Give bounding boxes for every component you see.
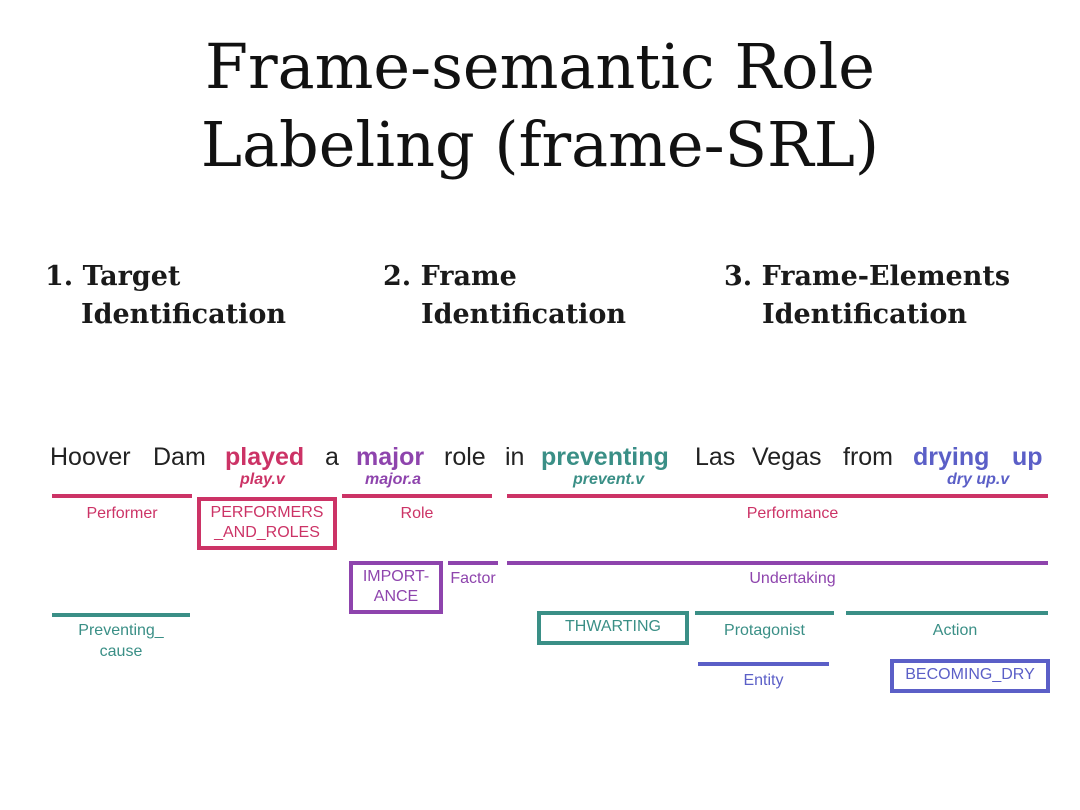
step-3-number: 3. xyxy=(724,261,753,292)
word-drying: drying xyxy=(913,443,990,471)
step-target-identification: 1. Target Identification xyxy=(45,258,286,334)
title-line-1: Frame-semantic Role xyxy=(205,30,875,103)
step-3-line1: Frame-Elements xyxy=(761,261,1011,292)
frame-thwarting-label: THWARTING xyxy=(565,618,661,635)
step-2-line1: Frame xyxy=(420,261,517,292)
frame-box-importance: IMPORT- ANCE xyxy=(349,561,443,614)
undertaking-span-bar xyxy=(507,561,1048,565)
frame-box-becoming-dry: BECOMING_DRY xyxy=(890,659,1050,693)
word-preventing: preventing xyxy=(541,443,669,471)
word-from: from xyxy=(843,443,893,471)
fe-label-performer: Performer xyxy=(86,505,158,522)
word-las: Las xyxy=(695,443,736,471)
frame-importance-line1: IMPORT- xyxy=(362,568,430,585)
word-hoover: Hoover xyxy=(50,443,131,471)
frame-importance-line2: ANCE xyxy=(373,588,419,605)
fe-label-preventing-cause-line2: cause xyxy=(99,643,143,660)
fe-label-performance: Performance xyxy=(746,505,839,522)
fe-label-entity: Entity xyxy=(743,672,784,689)
role-span-bar xyxy=(342,494,492,498)
action-span-bar xyxy=(846,611,1048,615)
performer-span-bar xyxy=(52,494,192,498)
lexical-unit-prevent: prevent.v xyxy=(573,471,645,488)
fe-label-role: Role xyxy=(400,505,434,522)
step-1-line1: Target xyxy=(82,261,181,292)
fe-label-action: Action xyxy=(932,622,978,639)
step-frame-elements-identification: 3. Frame-Elements Identification xyxy=(724,258,1010,334)
fe-label-undertaking: Undertaking xyxy=(749,570,836,587)
performance-span-bar xyxy=(507,494,1048,498)
word-vegas: Vegas xyxy=(752,443,822,471)
word-dam: Dam xyxy=(153,443,206,471)
word-in: in xyxy=(505,443,525,471)
frame-performers-line1: PERFORMERS xyxy=(210,504,324,521)
frame-performers-line2: _AND_ROLES xyxy=(214,524,320,541)
entity-span-bar xyxy=(698,662,829,666)
fe-label-preventing-cause: Preventing_ cause xyxy=(52,620,190,662)
slide-title: Frame-semantic Role Labeling (frame-SRL) xyxy=(0,28,1080,184)
word-played: played xyxy=(225,443,305,471)
step-frame-identification: 2. Frame Identification xyxy=(383,258,626,334)
lexical-unit-dry-up: dry up.v xyxy=(947,471,1010,488)
protagonist-span-bar xyxy=(695,611,834,615)
step-2-line2: Identification xyxy=(421,299,626,330)
step-2-number: 2. xyxy=(383,261,412,292)
fe-label-factor: Factor xyxy=(450,570,496,587)
step-1-number: 1. xyxy=(45,261,74,292)
factor-span-bar xyxy=(448,561,498,565)
word-up: up xyxy=(1012,443,1043,471)
step-3-line2: Identification xyxy=(762,299,967,330)
word-role: role xyxy=(444,443,486,471)
title-line-2: Labeling (frame-SRL) xyxy=(200,108,880,181)
lexical-unit-major: major.a xyxy=(365,471,422,488)
example-sentence: Hoover Dam played a major role in preven… xyxy=(0,440,1080,474)
lexical-unit-play: play.v xyxy=(240,471,285,488)
frame-box-performers-and-roles: PERFORMERS _AND_ROLES xyxy=(197,497,337,550)
word-a: a xyxy=(325,443,339,471)
fe-label-preventing-cause-line1: Preventing_ xyxy=(78,622,164,639)
step-1-line2: Identification xyxy=(81,299,286,330)
word-major: major xyxy=(356,443,425,471)
preventing-cause-span-bar xyxy=(52,613,190,617)
frame-becoming-dry-label: BECOMING_DRY xyxy=(905,666,1035,683)
frame-box-thwarting: THWARTING xyxy=(537,611,689,645)
fe-label-protagonist: Protagonist xyxy=(724,622,805,639)
